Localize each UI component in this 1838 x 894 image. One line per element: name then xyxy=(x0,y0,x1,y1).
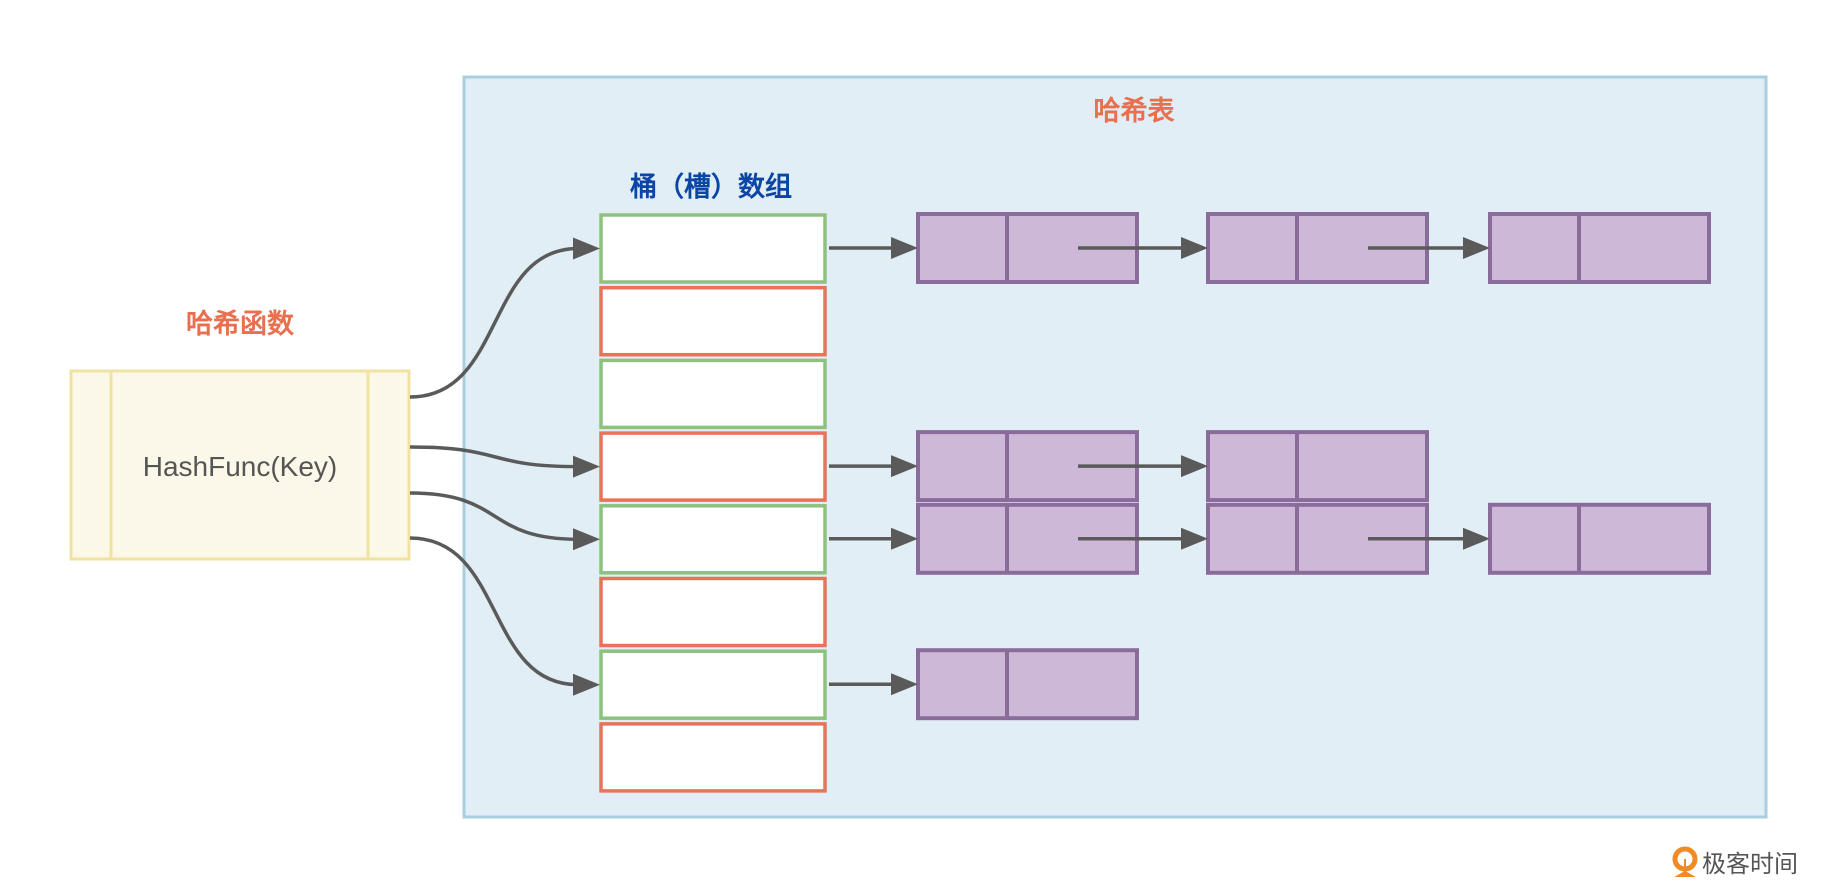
arrowhead-icon xyxy=(891,527,918,550)
bucket-array-title: 桶（槽）数组 xyxy=(630,171,792,203)
hash-table-title: 哈希表 xyxy=(1094,96,1175,127)
arrowhead-icon xyxy=(573,673,600,696)
linked-list-node xyxy=(1206,430,1429,503)
arrowhead-icon xyxy=(1181,237,1208,259)
watermark-brand: 极客时间 xyxy=(1702,849,1798,878)
hash-mapping-curve xyxy=(409,536,579,687)
geektime-logo-icon xyxy=(1672,846,1698,877)
arrowhead-icon xyxy=(1181,527,1208,550)
arrowhead-icon xyxy=(1463,527,1490,550)
bucket-slot xyxy=(599,649,827,720)
bucket-slot xyxy=(599,576,827,648)
arrowhead-icon xyxy=(573,455,600,478)
bucket-slot xyxy=(599,213,827,284)
linked-list-node xyxy=(1488,502,1711,575)
hash-function-label: HashFunc(Key) xyxy=(143,451,338,482)
arrowhead-icon xyxy=(1181,455,1208,478)
bucket-slot xyxy=(599,504,827,575)
linked-list-node xyxy=(1488,212,1711,284)
bucket-slot xyxy=(599,722,827,793)
linked-list-node xyxy=(916,648,1139,721)
hash-function-box xyxy=(69,369,411,561)
arrowhead-icon xyxy=(573,528,600,551)
hash-mapping-curve xyxy=(409,445,579,469)
arrowhead-icon xyxy=(891,673,918,696)
watermark-logo: 极客时间 xyxy=(1672,841,1798,881)
bucket-slot xyxy=(599,358,827,430)
bucket-slot xyxy=(599,285,827,357)
arrowhead-icon xyxy=(573,237,600,260)
arrowhead-icon xyxy=(891,237,918,259)
hash-mapping-curve xyxy=(409,246,579,399)
arrowhead-icon xyxy=(1463,237,1490,259)
hash-function-title: 哈希函数 xyxy=(186,309,295,340)
arrowhead-icon xyxy=(891,455,918,478)
hash-mapping-curve xyxy=(409,491,579,542)
bucket-slot xyxy=(599,431,827,502)
